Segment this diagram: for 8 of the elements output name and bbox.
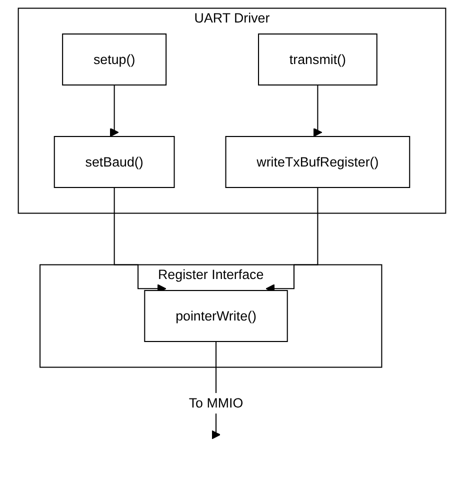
node-box: transmit() (258, 33, 378, 86)
node-box: writeTxBufRegister() (225, 136, 410, 188)
node-box: pointerWrite() (144, 290, 288, 342)
arrow (110, 84, 119, 137)
node-box: setup() (62, 33, 167, 86)
arrow (313, 84, 322, 137)
node-box: setBaud() (54, 136, 175, 188)
edge-label: To MMIO (188, 395, 244, 411)
